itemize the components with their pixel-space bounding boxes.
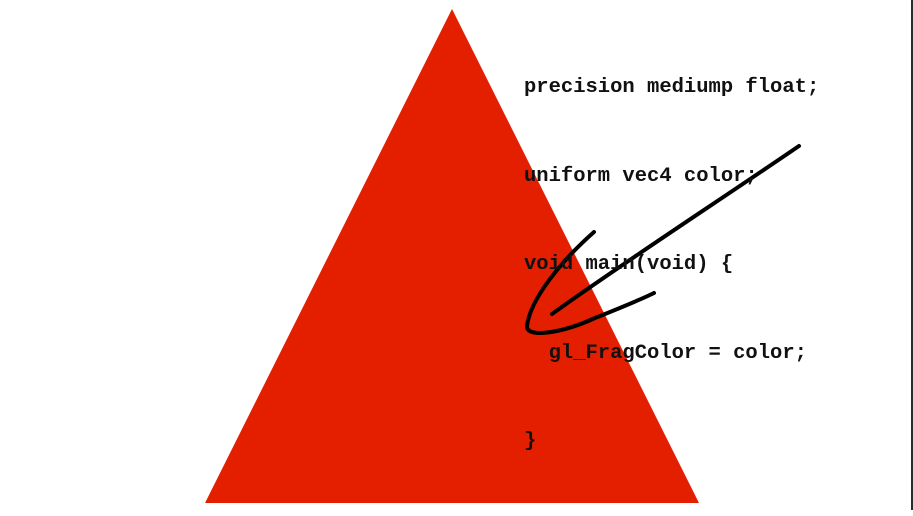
arrow-head <box>525 230 656 335</box>
window-edge <box>911 0 913 510</box>
code-line: gl_FragColor = color; <box>524 341 807 365</box>
code-line: } <box>524 430 537 453</box>
code-line: uniform vec4 color; <box>524 164 758 188</box>
arrow-shaft <box>550 144 801 316</box>
code-line: void main(void) { <box>524 253 734 276</box>
code-line: precision mediump float; <box>524 76 820 99</box>
shader-code: precision mediump float; uniform vec4 co… <box>524 14 909 516</box>
red-triangle <box>205 9 699 503</box>
